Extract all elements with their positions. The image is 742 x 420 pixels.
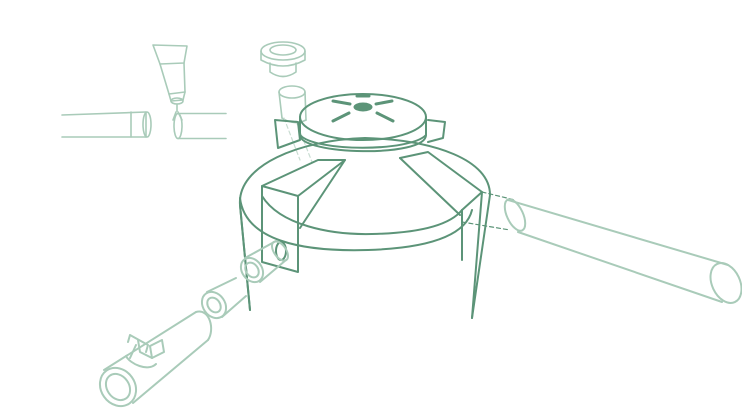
glue-nozzle: [152, 44, 188, 121]
central-hub-body: [238, 137, 491, 319]
cap-symbol-icon: [331, 94, 395, 123]
lower-left-tube-assembly: [98, 240, 289, 408]
upper-left-tube-assembly: [61, 111, 227, 140]
mounting-bracket: [261, 119, 483, 319]
right-tube: [503, 198, 742, 304]
grommet: [260, 41, 307, 124]
top-cap: [299, 93, 427, 153]
